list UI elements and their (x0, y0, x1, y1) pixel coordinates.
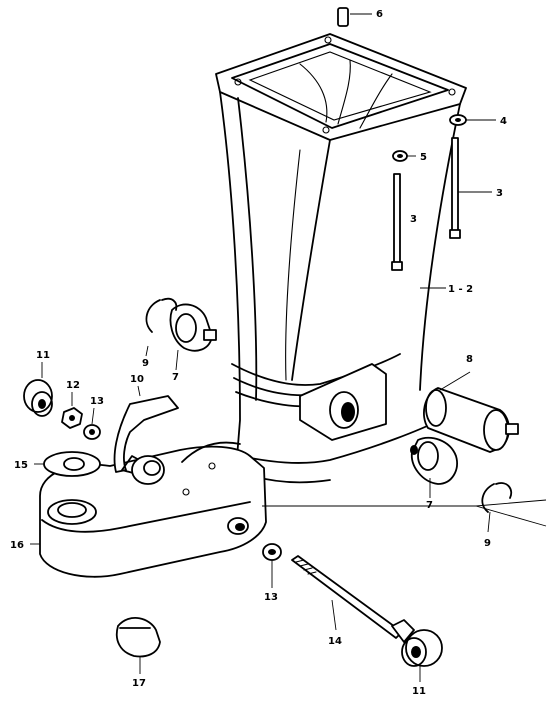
washer-13-lower (262, 543, 282, 561)
snap-ring-9-upper (145, 297, 178, 333)
callout-9-upper: 9 (142, 358, 149, 369)
washer-5 (392, 150, 416, 162)
callout-17: 17 (132, 678, 146, 689)
callout-11-lower: 11 (412, 686, 426, 697)
callout-15: 15 (14, 460, 28, 471)
callout-16: 16 (10, 540, 24, 551)
rubber-pad-17 (115, 617, 161, 658)
washer-4 (449, 114, 496, 126)
callout-4: 4 (500, 116, 507, 127)
callout-7-lower: 7 (426, 500, 433, 511)
dowel-pin-6 (337, 7, 372, 27)
lower-mount-bracket (39, 441, 267, 578)
through-bolt-14 (291, 555, 415, 643)
callout-labels: 6 4 5 3 3 1 - 2 9 7 11 12 13 10 8 15 16 … (10, 9, 507, 697)
leader-lines (30, 190, 547, 682)
callout-7-upper: 7 (172, 372, 179, 383)
washer-15 (34, 451, 101, 477)
nut-12 (61, 407, 83, 429)
mount-cap-11-lower (401, 629, 443, 667)
callout-14: 14 (328, 636, 342, 647)
callout-6: 6 (376, 9, 383, 20)
tilt-lever-10 (113, 395, 179, 485)
lower-mount-rubber-8 (423, 387, 519, 453)
callout-3-left: 3 (410, 214, 417, 225)
callout-5: 5 (420, 152, 427, 163)
callout-10: 10 (130, 374, 144, 385)
callout-1-2: 1 - 2 (448, 284, 473, 295)
callout-9-lower: 9 (484, 538, 491, 549)
mount-cap-11-left (23, 379, 53, 417)
bolt-3-left (391, 173, 403, 271)
drive-shaft-housing (215, 33, 467, 484)
callout-13-lower: 13 (264, 592, 278, 603)
callout-8: 8 (466, 354, 473, 365)
washer-13-left (83, 424, 101, 440)
bolt-3-right (449, 137, 492, 239)
callout-11-left: 11 (36, 350, 50, 361)
callout-13-left: 13 (90, 396, 104, 407)
upper-mount-rubber-7 (169, 303, 217, 352)
lower-mount-rubber-7 (410, 436, 458, 485)
callout-3-right: 3 (496, 188, 503, 199)
snap-ring-9-lower (481, 482, 513, 513)
callout-12: 12 (66, 380, 80, 391)
